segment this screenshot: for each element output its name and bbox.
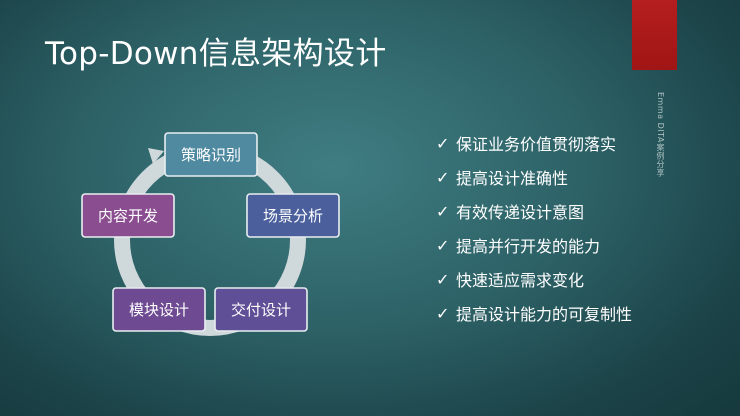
check-icon: ✓ (436, 303, 450, 323)
watermark: Emma DITA案例分享 (656, 92, 665, 177)
list-item-text: 有效传递设计意图 (456, 203, 585, 222)
node-content-label: 内容开发 (98, 207, 158, 225)
node-delivery: 交付设计 (214, 287, 308, 332)
slide-title: Top-Down信息架构设计 (45, 36, 387, 72)
check-icon: ✓ (436, 235, 450, 255)
node-strategy-box (164, 132, 258, 177)
node-scenario-label: 场景分析 (263, 207, 323, 225)
node-strategy: 策略识别 (164, 132, 258, 177)
list-item-text: 提高设计准确性 (456, 169, 569, 188)
node-scenario: 场景分析 (246, 193, 340, 238)
list-item-text: 提高设计能力的可复制性 (456, 305, 633, 324)
list-item: ✓ 有效传递设计意图 (436, 194, 632, 228)
check-icon: ✓ (436, 133, 450, 153)
list-item-text: 提高并行开发的能力 (456, 237, 601, 256)
node-module-label: 模块设计 (129, 301, 189, 319)
list-item-text: 保证业务价值贯彻落实 (456, 135, 617, 154)
node-strategy-label: 策略识别 (181, 146, 241, 164)
red-accent-tab (632, 0, 677, 70)
list-item: ✓ 提高设计准确性 (436, 160, 632, 194)
node-delivery-box (214, 287, 308, 332)
list-item: ✓ 提高并行开发的能力 (436, 228, 632, 262)
node-content: 内容开发 (81, 193, 175, 238)
node-scenario-box (246, 193, 340, 238)
benefit-list: ✓ 保证业务价值贯彻落实 ✓ 提高设计准确性 ✓ 有效传递设计意图 ✓ 提高并行开发的能… (436, 126, 632, 330)
list-item: ✓ 提高设计能力的可复制性 (436, 296, 632, 330)
cycle-arrow-icon (148, 148, 164, 164)
list-item: ✓ 保证业务价值贯彻落实 (436, 126, 632, 160)
node-delivery-label: 交付设计 (231, 301, 291, 319)
check-icon: ✓ (436, 201, 450, 221)
node-content-box (81, 193, 175, 238)
node-module-box (112, 287, 206, 332)
list-item: ✓ 快速适应需求变化 (436, 262, 632, 296)
check-icon: ✓ (436, 167, 450, 187)
node-module: 模块设计 (112, 287, 206, 332)
list-item-text: 快速适应需求变化 (456, 271, 585, 290)
check-icon: ✓ (436, 269, 450, 289)
